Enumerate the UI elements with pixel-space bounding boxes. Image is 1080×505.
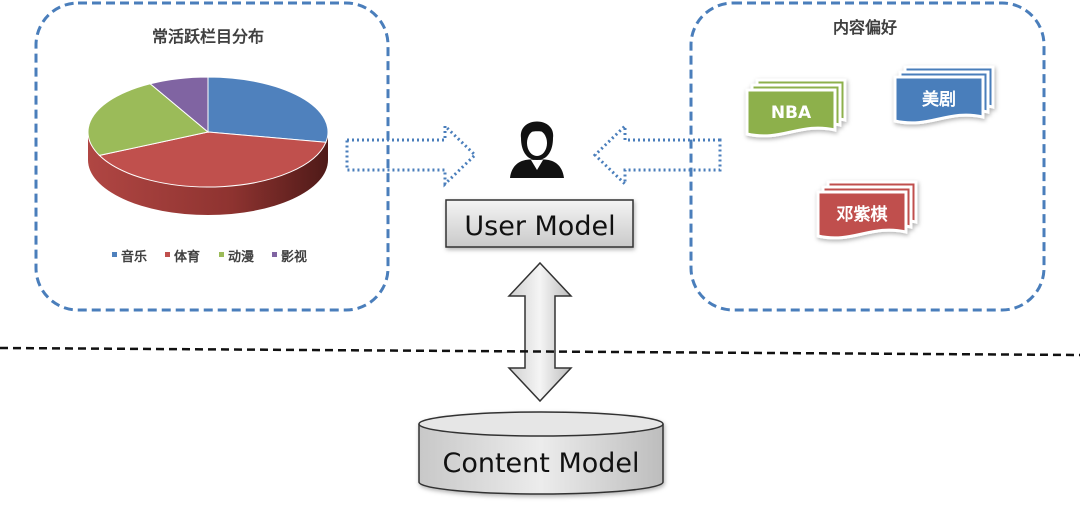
pie-side — [88, 132, 328, 215]
tag-card — [816, 190, 908, 240]
left-panel-border — [34, 1, 390, 312]
tag-card — [745, 88, 837, 138]
arrow-left-dotted — [592, 122, 722, 188]
legend-marker — [165, 252, 170, 257]
pie-slice-1 — [207, 76, 329, 143]
tag-label: NBA — [771, 103, 812, 123]
pie-slice-2 — [98, 131, 327, 188]
tag-label: 邓紫棋 — [837, 204, 888, 225]
double-arrow — [507, 261, 573, 403]
preference-title: 内容偏好 — [833, 18, 897, 37]
legend-marker — [219, 252, 224, 257]
legend-label: 体育 — [174, 249, 200, 265]
content-model-cylinder — [418, 411, 664, 495]
tag-nba — [745, 78, 847, 138]
legend-marker — [272, 252, 277, 257]
legend-label: 动漫 — [228, 249, 254, 265]
pie-slice-4 — [149, 76, 209, 134]
arrow-right-dotted — [345, 122, 478, 188]
pie-slice-3 — [87, 83, 210, 156]
pie-legend: 音乐 体育 动漫 影视 — [112, 249, 307, 265]
legend-label: 音乐 — [121, 249, 147, 265]
legend-marker — [112, 252, 117, 257]
separator-line — [0, 346, 1080, 357]
tag-drama — [893, 65, 995, 125]
legend-label: 影视 — [281, 249, 307, 265]
tag-singer — [816, 180, 918, 240]
pie-chart — [87, 76, 329, 215]
tag-card — [893, 75, 985, 125]
pie-chart-title: 常活跃栏目分布 — [152, 27, 264, 46]
content-model-label: Content Model — [442, 448, 639, 479]
user-model-label: User Model — [464, 211, 615, 242]
right-panel-border — [689, 1, 1046, 312]
user-icon — [510, 121, 564, 178]
user-model-box — [445, 199, 634, 248]
tag-label: 美剧 — [922, 89, 956, 110]
